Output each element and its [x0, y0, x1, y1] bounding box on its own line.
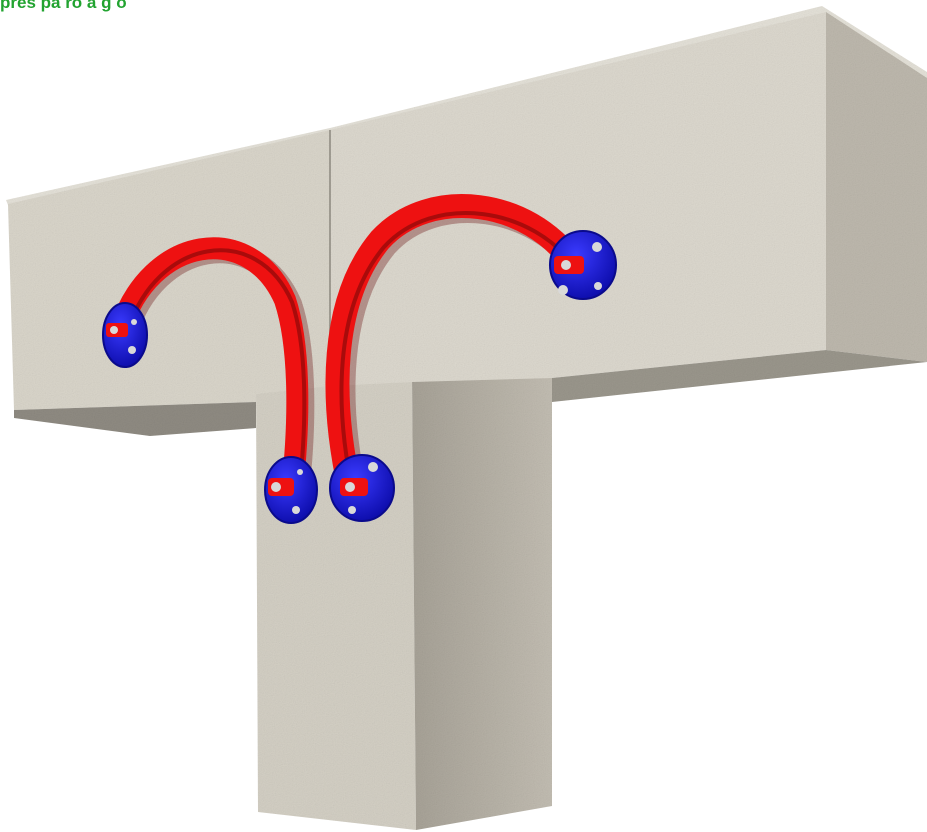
bolt-icon: [561, 260, 571, 270]
bolt-icon: [592, 242, 602, 252]
bolt-icon: [558, 285, 568, 295]
bolt-icon: [131, 319, 137, 325]
bolt-icon: [292, 506, 300, 514]
bolt-icon: [271, 482, 281, 492]
column-side-face: [412, 370, 552, 830]
anchor-plate-beam-left: [103, 303, 147, 367]
bolt-icon: [128, 346, 136, 354]
bolt-icon: [368, 462, 378, 472]
bolt-icon: [594, 282, 602, 290]
bolt-icon: [297, 469, 303, 475]
anchor-plate-column-right: [330, 455, 394, 521]
bolt-icon: [345, 482, 355, 492]
bolt-icon: [110, 326, 118, 334]
anchor-plate-column-left: [265, 457, 317, 523]
anchor-plate-beam-right: [550, 231, 616, 299]
bolt-icon: [348, 506, 356, 514]
